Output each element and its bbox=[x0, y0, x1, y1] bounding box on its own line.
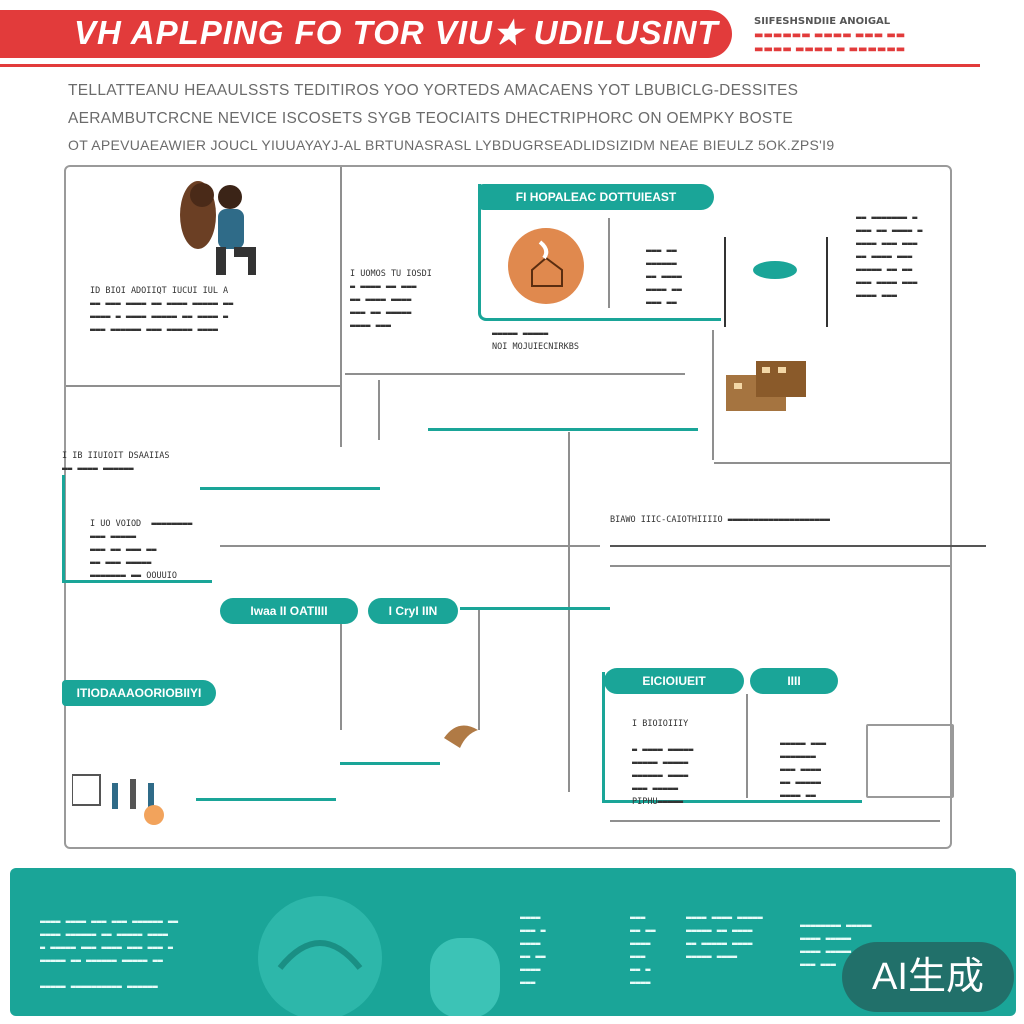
ai-generated-watermark: AI生成 bbox=[842, 942, 1014, 1012]
device-frame bbox=[724, 237, 828, 327]
timeline-label: BIAWO IIIC-CAIOTHIIIIO ▬▬▬▬▬▬▬▬▬▬▬▬▬▬▬▬▬… bbox=[610, 515, 831, 525]
title-banner bbox=[0, 10, 732, 58]
header-divider bbox=[0, 64, 980, 67]
diagram-frame bbox=[64, 165, 952, 849]
lower-card-divider bbox=[746, 694, 748, 798]
side-notes-text: ▬▬ ▬▬▬▬▬▬▬ ▬ ▬▬▬ ▬▬ ▬▬▬▬ ▬ ▬▬▬▬ ▬▬▬ ▬▬▬ … bbox=[856, 213, 923, 301]
band-text-1: ▬▬▬▬ ▬▬▬▬ ▬▬▬ ▬▬▬ ▬▬▬▬▬▬ ▬▬ ▬▬▬▬ ▬▬▬▬▬▬ … bbox=[40, 917, 179, 992]
flow-line-9 bbox=[602, 800, 862, 803]
consult-card bbox=[478, 184, 721, 321]
flow-line-7 bbox=[340, 762, 440, 765]
band-text-3: ▬▬▬ ▬▬ ▬▬ ▬▬▬▬ ▬▬▬ ▬▬ ▬ ▬▬▬▬ bbox=[630, 913, 656, 988]
header-tag-2: ▬▬▬▬▬▬ ▬▬▬▬ ▬▬▬ ▬▬ bbox=[754, 30, 906, 41]
mid-left-text: I IB IIUIOIT DSAAIIAS ▬▬ ▬▬▬▬ ▬▬▬▬▬▬ bbox=[62, 451, 170, 474]
step-pill-2: I CryI IIN bbox=[368, 598, 458, 624]
intro-block-text: ID BIOI ADOIIQT IUCUI IUL A ▬▬ ▬▬▬ ▬▬▬▬ … bbox=[90, 286, 234, 335]
lower-card-header: EICIOIUEIT bbox=[604, 668, 744, 694]
flow-line-5 bbox=[460, 607, 610, 610]
building-illustration bbox=[726, 361, 806, 411]
flow-line-4 bbox=[62, 580, 212, 583]
page-title: VH APLPING FO TOR VIU★ UDILUSINT bbox=[74, 14, 719, 51]
band-illustration bbox=[258, 896, 500, 1016]
grid-divider-v4 bbox=[478, 610, 480, 730]
intro-line-1: TELLATTEANU HEAAULSSTS TEDITIROS YOO YOR… bbox=[68, 82, 799, 99]
grid-divider-h6 bbox=[610, 820, 940, 822]
intro-line-3: OT APEVUAEAWIER JOUCL YIUUAYAYJ-AL BRTUN… bbox=[68, 137, 835, 153]
lower-right-text: ▬▬▬▬▬ ▬▬▬ ▬▬▬▬▬▬▬ ▬▬▬ ▬▬▬▬ ▬▬ ▬▬▬▬▬ ▬▬▬▬… bbox=[780, 739, 827, 801]
step-pill-left: ITIODAAAOORIOBIIYI bbox=[62, 680, 216, 706]
card-divider bbox=[608, 218, 610, 308]
grid-divider-h4 bbox=[610, 565, 950, 567]
grid-divider-v2 bbox=[378, 380, 380, 440]
mid-block-text: I UOMOS TU IOSDI ▬ ▬▬▬▬ ▬▬ ▬▬▬ ▬▬ ▬▬▬▬ ▬… bbox=[350, 269, 432, 331]
band-text-2: ▬▬▬▬ ▬▬▬ ▬ ▬▬▬▬ ▬▬ ▬▬ ▬▬▬▬ ▬▬▬ bbox=[520, 913, 546, 988]
flow-line-3 bbox=[62, 475, 65, 583]
flow-line-6 bbox=[196, 798, 336, 801]
header-tag-1: SIIFESHSNDIIE ANOIGAL bbox=[754, 16, 891, 27]
intro-line-2: AERAMBUTCRCNE NEVICE ISCOSETS SYGB TEOCI… bbox=[68, 110, 793, 127]
figures-illustration bbox=[72, 774, 164, 825]
grid-divider-h3 bbox=[220, 545, 600, 547]
grid-divider-v3 bbox=[568, 432, 570, 792]
consult-card-header: FI HOPALEAC DOTTUIEAST bbox=[478, 184, 714, 210]
flow-line-8 bbox=[602, 672, 605, 802]
house-illustration bbox=[508, 228, 584, 304]
band-text-4: ▬▬▬▬ ▬▬▬▬ ▬▬▬▬▬ ▬▬▬▬▬ ▬▬ ▬▬▬▬ ▬▬ ▬▬▬▬▬ ▬… bbox=[686, 913, 763, 962]
people-illustration bbox=[180, 181, 256, 275]
summary-band: ▬▬▬▬ ▬▬▬▬ ▬▬▬ ▬▬▬ ▬▬▬▬▬▬ ▬▬ ▬▬▬▬ ▬▬▬▬▬▬ … bbox=[10, 868, 1016, 1016]
mid-left-text-2: I UO VOIOD ▬▬▬▬▬▬▬▬ ▬▬▬ ▬▬▬▬▬ ▬▬▬ ▬▬ ▬▬▬… bbox=[90, 519, 193, 581]
lower-card-text: I BIOIOIIIY ▬ ▬▬▬▬ ▬▬▬▬▬ ▬▬▬▬▬ ▬▬▬▬▬ ▬▬▬… bbox=[632, 719, 694, 807]
grid-divider-v6 bbox=[712, 330, 714, 460]
consult-card-text: ▬▬▬ ▬▬ ▬▬▬▬▬▬ ▬▬ ▬▬▬▬ ▬▬▬▬ ▬▬ ▬▬▬ ▬▬ bbox=[646, 246, 682, 308]
pill-shape-icon bbox=[753, 261, 797, 279]
bird-icon bbox=[444, 725, 478, 748]
grid-divider-v1 bbox=[340, 167, 342, 447]
timeline-axis bbox=[610, 545, 986, 547]
grid-divider-v5 bbox=[340, 620, 342, 730]
grid-divider-h1 bbox=[66, 385, 340, 387]
flow-line-2 bbox=[200, 487, 380, 490]
lower-right-note-box bbox=[866, 724, 954, 798]
grid-divider-h2 bbox=[345, 373, 685, 375]
flow-line-1 bbox=[428, 428, 698, 431]
lower-card-tab: IIII bbox=[750, 668, 838, 694]
grid-divider-h5 bbox=[714, 462, 950, 464]
consult-card-caption: ▬▬▬▬▬ ▬▬▬▬▬ NOI MOJUIECNIRKBS bbox=[492, 329, 579, 352]
band-text-5: ▬▬▬▬▬▬▬▬ ▬▬▬▬▬ ▬▬▬▬ ▬▬▬▬▬ ▬▬▬▬ ▬▬▬▬▬ ▬▬▬… bbox=[800, 921, 872, 970]
step-pill-1: Iwaa II OATIIII bbox=[220, 598, 358, 624]
header-tag-3: ▬▬▬▬ ▬▬▬▬ ▬ ▬▬▬▬▬▬ bbox=[754, 44, 906, 55]
